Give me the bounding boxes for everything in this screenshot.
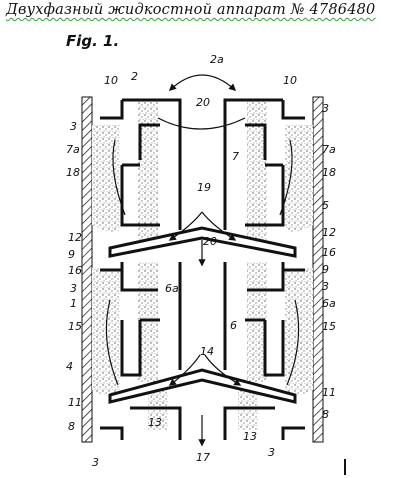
- label-10-left: 10: [104, 74, 118, 87]
- label-3-right-bottom: 3: [268, 446, 275, 459]
- label-6: 6: [230, 319, 237, 332]
- label-9-right: 9: [322, 263, 329, 276]
- label-20-top: 20: [196, 96, 210, 109]
- label-15-right: 15: [322, 320, 336, 333]
- label-11-left: 11: [68, 396, 82, 409]
- label-11-right: 11: [322, 386, 336, 399]
- reference-labels: 2 2a 10 10 3 3 20 7a 7a 7 18 18 19 5 12 …: [66, 53, 336, 469]
- label-3-right-top: 3: [322, 102, 329, 115]
- figure-label: Fig. 1.: [66, 32, 120, 50]
- label-4: 4: [66, 360, 73, 373]
- label-13-left: 13: [148, 416, 162, 429]
- label-13-right: 13: [243, 430, 257, 443]
- label-2: 2: [131, 70, 138, 83]
- label-9-left: 9: [68, 248, 75, 261]
- label-19: 19: [197, 181, 211, 194]
- label-16-right: 16: [322, 246, 336, 259]
- label-3-right-middle: 3: [322, 280, 329, 293]
- page-title: Двухфазный жидкостной аппарат № 4786480: [6, 2, 376, 18]
- top-assembly: [100, 98, 305, 230]
- label-7a-left: 7a: [66, 143, 80, 156]
- label-12-right: 12: [322, 226, 336, 239]
- flow-arrows: [105, 74, 300, 447]
- label-20-middle: 20: [203, 235, 217, 248]
- label-8-right: 8: [322, 408, 329, 421]
- label-7: 7: [232, 150, 239, 163]
- label-6a-right: 6a: [322, 297, 336, 310]
- label-10-right: 10: [283, 74, 297, 87]
- label-3-left-middle: 3: [70, 282, 77, 295]
- label-2a: 2a: [210, 53, 224, 66]
- middle-chevron-plate: [108, 226, 297, 258]
- middle-baffles: [100, 262, 305, 377]
- bottom-baffles: [100, 406, 305, 440]
- label-16-left: 16: [68, 264, 82, 277]
- label-6a-left: 6a: [165, 282, 179, 295]
- label-18-left: 18: [66, 166, 80, 179]
- label-5: 5: [322, 199, 329, 212]
- text-cursor-mark: [344, 459, 346, 475]
- label-3-left-top: 3: [70, 120, 77, 133]
- upper-baffles: [120, 123, 285, 227]
- label-14: 14: [200, 345, 214, 358]
- label-3-left-bottom: 3: [92, 456, 99, 469]
- label-7a-right: 7a: [322, 143, 336, 156]
- label-17: 17: [196, 451, 210, 464]
- outer-wall-left: [81, 96, 93, 443]
- label-12-left: 12: [68, 231, 82, 244]
- label-18-right: 18: [322, 166, 336, 179]
- label-15-left: 15: [68, 320, 82, 333]
- lower-chevron-plate: [108, 368, 297, 404]
- label-8-left: 8: [68, 420, 75, 433]
- label-1: 1: [70, 297, 77, 310]
